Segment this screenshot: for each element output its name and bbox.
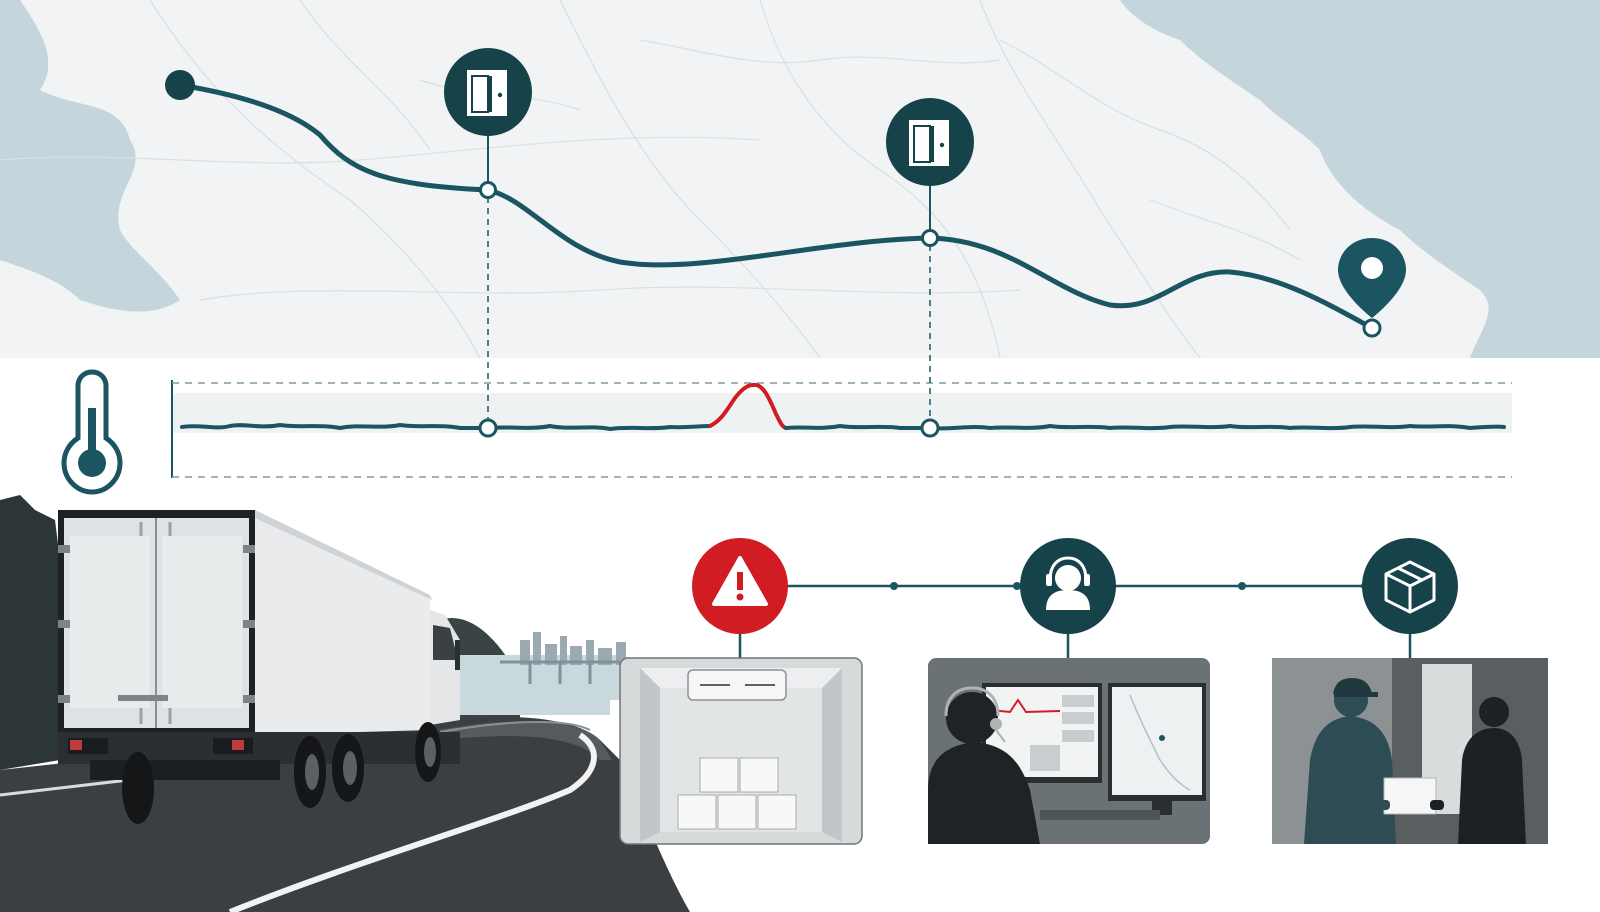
alert-step[interactable] xyxy=(692,538,788,634)
road-marking xyxy=(228,732,597,912)
temperature-excursion xyxy=(708,382,788,430)
map-roads xyxy=(0,0,1301,359)
delivery-route xyxy=(177,82,1375,331)
map-panel xyxy=(0,0,1600,359)
door-icon xyxy=(909,120,949,166)
cargo-interior-panel xyxy=(619,657,863,845)
thermometer-icon xyxy=(61,369,123,495)
origin-dot xyxy=(165,70,195,100)
water-right xyxy=(1120,0,1600,358)
destination-marker[interactable] xyxy=(1338,238,1406,338)
workflow-row xyxy=(619,538,1548,845)
headset-agent-icon xyxy=(1046,556,1090,610)
delivery-step[interactable] xyxy=(1362,538,1458,634)
operator-panel xyxy=(928,658,1210,844)
temperature-trace xyxy=(180,422,712,432)
refrigerated-truck xyxy=(58,510,460,824)
door-stop-marker[interactable] xyxy=(444,48,532,199)
bridge xyxy=(500,660,620,684)
truck-scene xyxy=(0,495,700,912)
handover-panel xyxy=(1272,658,1548,844)
temperature-trace xyxy=(784,423,1506,431)
door-icon xyxy=(467,70,507,116)
warning-icon xyxy=(712,556,768,606)
city-skyline xyxy=(520,632,626,665)
monitoring-step[interactable] xyxy=(1020,538,1116,634)
tree-line xyxy=(0,495,60,770)
package-icon xyxy=(1384,560,1436,614)
temperature-strip xyxy=(61,197,1512,495)
water-left xyxy=(0,0,180,312)
